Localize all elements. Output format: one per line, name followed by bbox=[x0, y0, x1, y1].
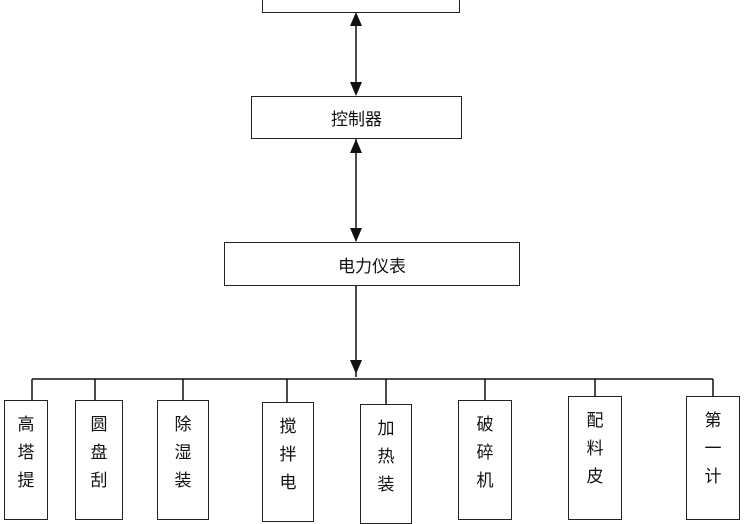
device-1-char-2: 塔 bbox=[17, 443, 35, 463]
device-3-char-1: 除 bbox=[174, 415, 192, 435]
device-2-char-1: 圆 bbox=[90, 415, 108, 435]
device-box-4: 搅 拌 电 bbox=[262, 402, 314, 522]
device-4-char-2: 拌 bbox=[279, 445, 297, 465]
device-3-char-2: 湿 bbox=[174, 443, 192, 463]
device-7-char-3: 皮 bbox=[586, 467, 604, 487]
device-box-2: 圆 盘 刮 bbox=[75, 400, 123, 520]
device-8-char-2: 一 bbox=[704, 439, 722, 459]
device-box-7: 配 料 皮 bbox=[568, 396, 622, 520]
device-1-char-1: 高 bbox=[17, 415, 35, 435]
controller-box: 控制器 bbox=[251, 96, 462, 139]
device-4-char-1: 搅 bbox=[279, 417, 297, 437]
device-5-char-1: 加 bbox=[377, 419, 395, 439]
device-3-char-3: 装 bbox=[174, 471, 192, 491]
device-box-5: 加 热 装 bbox=[360, 404, 412, 524]
device-7-char-1: 配 bbox=[586, 411, 604, 431]
device-box-3: 除 湿 装 bbox=[157, 400, 209, 520]
device-box-8: 第 一 计 bbox=[686, 396, 740, 520]
arrowhead-up-controller bbox=[350, 139, 362, 153]
device-8-char-3: 计 bbox=[704, 467, 722, 487]
device-box-1: 高 塔 提 bbox=[4, 400, 48, 520]
arrowhead-down-bus bbox=[350, 360, 362, 374]
connector-lines bbox=[31, 12, 714, 404]
device-2-char-2: 盘 bbox=[90, 443, 108, 463]
device-6-char-3: 机 bbox=[476, 471, 494, 491]
device-5-char-2: 热 bbox=[377, 447, 395, 467]
device-6-char-1: 破 bbox=[476, 415, 494, 435]
controller-label: 控制器 bbox=[331, 110, 382, 130]
device-box-6: 破 碎 机 bbox=[458, 400, 512, 520]
device-2-char-3: 刮 bbox=[90, 471, 108, 491]
device-5-char-3: 装 bbox=[377, 475, 395, 495]
power-meter-label: 电力仪表 bbox=[338, 256, 406, 277]
arrowhead-down-meter bbox=[350, 228, 362, 242]
device-1-char-3: 提 bbox=[17, 471, 35, 491]
device-8-char-1: 第 bbox=[704, 411, 722, 431]
top-box bbox=[262, 0, 460, 13]
device-7-char-2: 料 bbox=[586, 439, 604, 459]
device-4-char-3: 电 bbox=[279, 473, 297, 493]
arrowhead-down-controller bbox=[350, 82, 362, 96]
arrowhead-up-top bbox=[350, 12, 362, 26]
power-meter-box: 电力仪表 bbox=[224, 242, 520, 286]
device-6-char-2: 碎 bbox=[476, 443, 494, 463]
